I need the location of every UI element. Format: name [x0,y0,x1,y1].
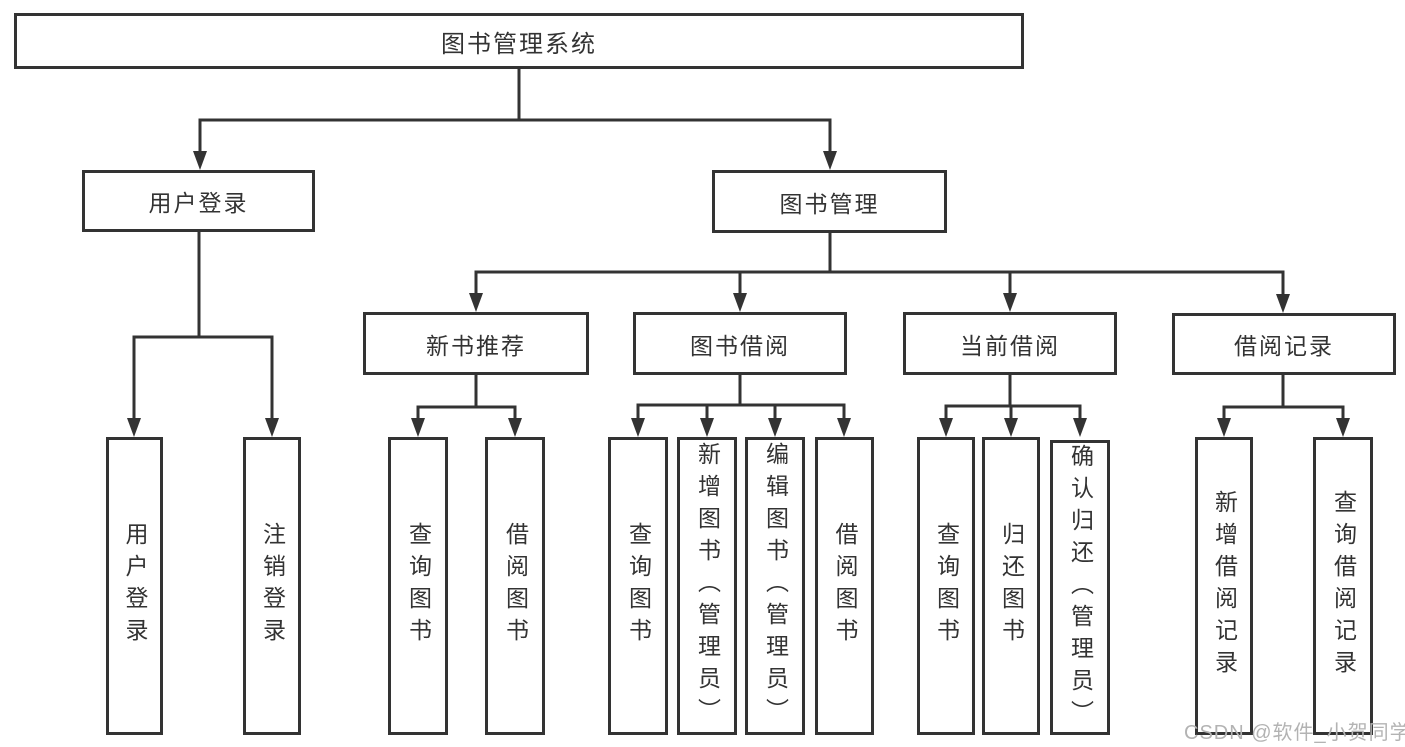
leaf-return-book: 归还图书 [982,437,1040,735]
arrow-down-icon [127,418,141,437]
node-root: 图书管理系统 [14,13,1024,69]
node-label: 注销登录 [259,522,286,650]
connector-mgmt-to-sections [474,231,1285,297]
arrow-down-icon [411,418,425,437]
arrow-down-icon [700,418,714,437]
connector-borrow-to-children [636,373,846,422]
node-label: 当前借阅 [960,332,1060,359]
connector-lines [132,67,1345,422]
node-current-borrow: 当前借阅 [903,312,1117,375]
connector-recommend-to-children [416,373,517,422]
leaf-confirm-return-admin: 确认归还（管理员） [1050,440,1110,735]
leaf-borrow-book-1: 借阅图书 [485,437,545,735]
arrowheads [127,151,1350,437]
connector-current-to-children [944,373,1082,422]
node-label: 借阅图书 [832,522,858,650]
leaf-query-book-1: 查询图书 [388,437,448,735]
node-label: 新书推荐 [426,332,526,359]
leaf-logout: 注销登录 [243,437,301,735]
node-label: 查询图书 [625,522,652,650]
leaf-edit-book-admin: 编辑图书（管理员） [745,437,805,735]
node-label: 图书管理 [779,190,880,217]
leaf-user-login: 用户登录 [106,437,163,735]
connector-root-to-level2 [198,67,832,156]
node-label: 确认归还（管理员） [1067,443,1094,732]
arrow-down-icon [508,418,522,437]
arrow-down-icon [1004,418,1018,437]
node-label: 用户登录 [148,190,249,216]
leaf-query-book-3: 查询图书 [917,437,975,735]
node-user-login: 用户登录 [82,170,315,232]
arrow-down-icon [1003,293,1017,312]
leaf-add-borrow-record: 新增借阅记录 [1195,437,1253,735]
node-borrow-records: 借阅记录 [1172,313,1396,375]
leaf-borrow-book-2: 借阅图书 [815,437,874,735]
arrow-down-icon [193,151,207,170]
arrow-down-icon [1073,418,1087,437]
node-book-borrow: 图书借阅 [633,312,847,375]
leaf-add-book-admin: 新增图书（管理员） [677,437,737,735]
arrow-down-icon [733,293,747,312]
arrow-down-icon [631,418,645,437]
csdn-watermark: CSDN @软件_小贺同学 [1184,722,1405,744]
arrow-down-icon [768,418,782,437]
node-label: 查询图书 [933,522,960,650]
node-label: 借阅记录 [1234,333,1334,359]
node-book-management: 图书管理 [712,170,947,233]
arrow-down-icon [1276,294,1290,313]
connector-records-to-children [1222,373,1345,422]
node-label: 新增图书（管理员） [694,442,721,730]
node-label: 用户登录 [122,522,148,650]
node-label: 查询图书 [405,522,432,650]
arrow-down-icon [939,418,953,437]
leaf-query-book-2: 查询图书 [608,437,668,735]
arrow-down-icon [1336,418,1350,437]
node-label: 图书借阅 [690,332,790,359]
arrow-down-icon [265,418,279,437]
node-label: 编辑图书（管理员） [762,442,789,730]
node-label: 借阅图书 [502,522,529,650]
node-label: 归还图书 [998,522,1025,650]
arrow-down-icon [1217,418,1231,437]
node-label: 图书管理系统 [441,30,597,58]
arrow-down-icon [469,293,483,312]
node-new-book-recommend: 新书推荐 [363,312,589,375]
node-label: 查询借阅记录 [1330,490,1357,682]
node-label: 新增借阅记录 [1211,490,1238,682]
arrow-down-icon [837,418,851,437]
leaf-query-borrow-record: 查询借阅记录 [1313,437,1373,735]
connector-login-to-children [132,230,274,422]
arrow-down-icon [823,151,837,170]
